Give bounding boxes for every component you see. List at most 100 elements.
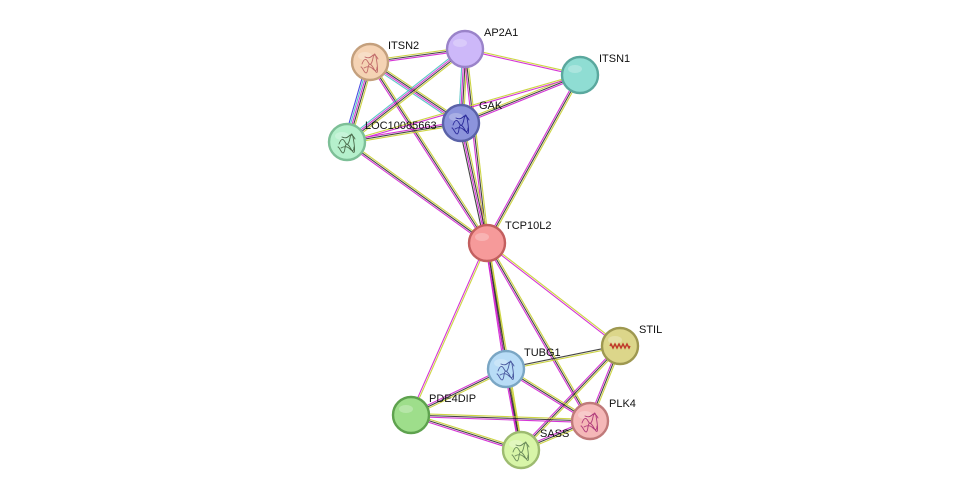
node-label: STIL <box>639 324 662 336</box>
node-tubg1[interactable]: TUBG1 <box>486 347 561 389</box>
edge-evidence-line <box>409 242 487 415</box>
edge-itsn2-tcp10l2[interactable] <box>368 60 489 245</box>
protein-structure-icon <box>451 114 470 135</box>
node-label: TCP10L2 <box>505 220 551 232</box>
edge-evidence-line <box>462 122 490 243</box>
node-itsn2[interactable]: ITSN2 <box>350 40 419 82</box>
node-label: ITSN2 <box>388 40 419 52</box>
node-circle[interactable] <box>445 29 485 69</box>
edge-evidence-line <box>458 123 486 244</box>
node-plk4[interactable]: PLK4 <box>570 398 636 441</box>
edge-evidence-line <box>410 414 522 451</box>
edge-evidence-line <box>485 73 580 243</box>
node-ap2a1[interactable]: AP2A1 <box>445 27 518 69</box>
protein-structure-icon <box>496 360 515 381</box>
edge-evidence-line <box>459 123 487 244</box>
node-loc10085663[interactable]: LOC10085663 <box>327 120 437 162</box>
edge-evidence-line <box>368 62 487 245</box>
edge-evidence-line <box>410 416 590 424</box>
edge-evidence-line <box>519 344 620 450</box>
node-highlight <box>399 405 413 413</box>
edge-gak-tcp10l2[interactable] <box>458 122 490 244</box>
node-circle[interactable] <box>501 430 541 470</box>
edge-evidence-line <box>348 50 467 145</box>
edge-ap2a1-itsn1[interactable] <box>464 47 581 77</box>
edge-evidence-line <box>462 49 486 244</box>
edge-evidence-line <box>461 122 489 243</box>
edge-pde4dip-sass[interactable] <box>410 412 522 453</box>
edge-evidence-line <box>487 241 592 421</box>
edge-stil-tubg1[interactable] <box>505 344 621 371</box>
node-label: GAK <box>479 100 503 112</box>
node-label: SASS <box>540 428 569 440</box>
node-circle[interactable] <box>486 349 526 389</box>
edge-evidence-line <box>346 122 462 143</box>
edge-itsn1-tcp10l2[interactable] <box>485 73 582 245</box>
node-circle[interactable] <box>391 395 431 435</box>
edge-evidence-line <box>411 243 489 416</box>
edge-evidence-line <box>410 416 521 453</box>
node-highlight <box>453 39 467 47</box>
edge-pde4dip-plk4[interactable] <box>410 412 591 424</box>
node-label: ITSN1 <box>599 53 630 65</box>
protein-structure-icon <box>580 412 599 433</box>
node-label: PLK4 <box>609 398 636 410</box>
edge-evidence-line <box>347 124 462 145</box>
edge-evidence-line <box>345 142 487 245</box>
edge-evidence-line <box>486 74 581 244</box>
edge-evidence-line <box>411 412 522 449</box>
edge-evidence-line <box>484 243 520 451</box>
node-label: PDE4DIP <box>429 393 476 405</box>
node-sass[interactable]: SASS <box>501 428 569 470</box>
node-gak[interactable]: GAK <box>441 100 503 143</box>
node-circle[interactable] <box>570 401 610 441</box>
edge-stil-sass[interactable] <box>519 344 622 452</box>
edge-tcp10l2-sass[interactable] <box>484 242 524 451</box>
node-highlight <box>449 113 463 121</box>
edge-evidence-line <box>347 49 466 144</box>
node-label: TUBG1 <box>524 347 561 359</box>
node-label: AP2A1 <box>484 27 518 39</box>
node-itsn1[interactable]: ITSN1 <box>560 53 630 95</box>
node-circle[interactable] <box>327 122 367 162</box>
edge-evidence-line <box>486 242 591 422</box>
node-highlight <box>494 359 508 367</box>
edge-evidence-line <box>488 242 524 450</box>
node-circle[interactable] <box>560 55 600 95</box>
edge-evidence-line <box>464 49 580 77</box>
edge-evidence-line <box>346 141 488 244</box>
node-tcp10l2[interactable]: TCP10L2 <box>467 220 551 263</box>
edge-evidence-line <box>460 74 581 124</box>
edge-evidence-line <box>486 242 522 451</box>
node-highlight <box>509 440 523 448</box>
node-pde4dip[interactable]: PDE4DIP <box>391 393 476 435</box>
edge-evidence-line <box>487 241 621 346</box>
helix-icon <box>609 342 631 350</box>
edge-evidence-line <box>410 414 591 422</box>
edge-evidence-line <box>466 48 490 243</box>
edge-evidence-line <box>347 140 489 243</box>
node-circle[interactable] <box>441 103 481 143</box>
edge-evidence-line <box>465 47 581 75</box>
node-circle[interactable] <box>467 223 507 263</box>
edge-evidence-line <box>411 412 591 420</box>
edge-evidence-line <box>521 346 622 452</box>
node-circle[interactable] <box>350 42 390 82</box>
edge-evidence-line <box>461 75 581 125</box>
edge-evidence-line <box>370 60 489 243</box>
edge-tcp10l2-pde4dip[interactable] <box>409 242 489 416</box>
edge-evidence-line <box>487 75 582 245</box>
edge-evidence-line <box>464 48 488 244</box>
edge-loc10085663-tcp10l2[interactable] <box>345 140 489 245</box>
edge-ap2a1-tcp10l2[interactable] <box>462 48 490 244</box>
node-highlight <box>475 233 489 241</box>
edge-tcp10l2-plk4[interactable] <box>485 241 592 423</box>
edge-tcp10l2-stil[interactable] <box>486 241 621 348</box>
edge-evidence-line <box>520 345 621 451</box>
edge-ap2a1-loc10085663[interactable] <box>345 46 467 145</box>
node-label: LOC10085663 <box>365 120 437 132</box>
node-stil[interactable]: STIL <box>600 324 662 366</box>
edge-evidence-line <box>486 243 620 348</box>
